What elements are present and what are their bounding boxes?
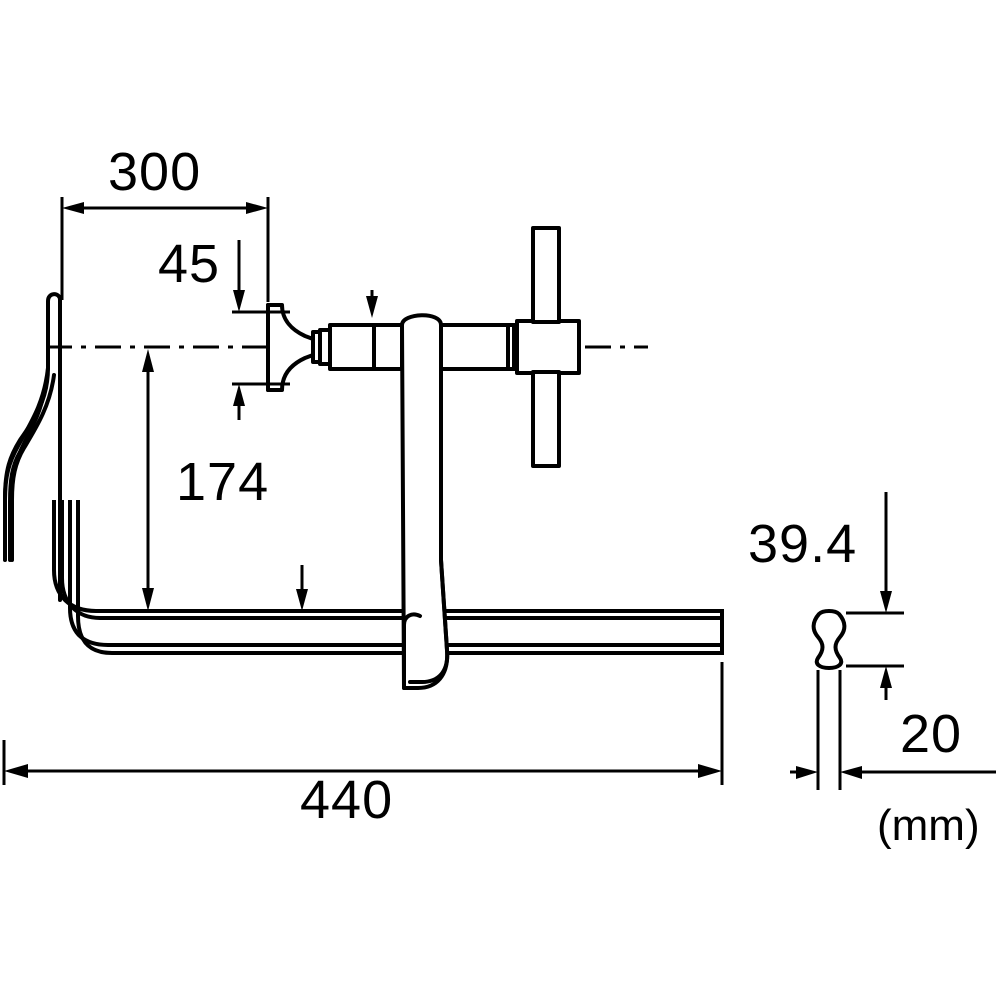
dimension-39-4-label: 39.4	[748, 514, 857, 574]
rail-top-pointer	[366, 290, 378, 318]
dimension-39-4: 39.4	[748, 492, 904, 700]
dimension-440-label: 440	[300, 770, 393, 830]
dimension-20-label: 20	[900, 704, 962, 764]
dimension-20: 20	[790, 670, 996, 790]
rail-cross-section-view	[811, 609, 847, 670]
dimension-300: 300	[60, 142, 270, 302]
dimension-45-label: 45	[158, 234, 220, 294]
fixed-hook-jaw	[3, 292, 62, 602]
dimension-300-label: 300	[108, 142, 201, 202]
dimension-45: 45	[158, 234, 290, 420]
unit-label: (mm)	[877, 801, 980, 850]
rail-top-pointer-2	[296, 565, 308, 611]
dimension-174-label: 174	[176, 452, 269, 512]
swivel-pressure-pad	[266, 303, 315, 392]
tee-handle	[515, 226, 581, 468]
dimension-174: 174	[142, 349, 269, 611]
sliding-jaw-arm	[400, 313, 450, 690]
dimension-440: 440	[2, 662, 724, 830]
flat-steel-rail	[52, 500, 724, 655]
